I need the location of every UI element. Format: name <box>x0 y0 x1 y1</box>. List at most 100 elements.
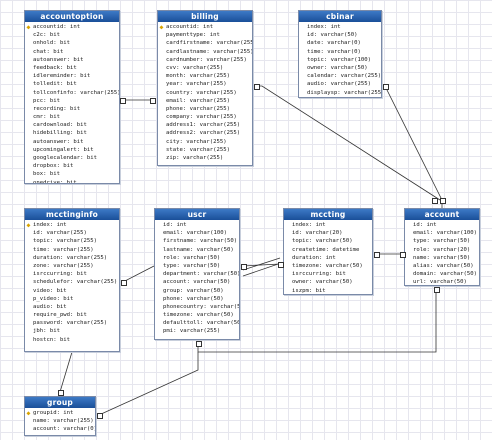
column-row[interactable]: city: varchar(255) <box>161 138 252 146</box>
column-row[interactable]: audio: varchar(255) <box>302 80 381 88</box>
connector-handle[interactable] <box>400 252 406 258</box>
column-row[interactable]: address1: varchar(255) <box>161 121 252 129</box>
column-row[interactable]: state: varchar(255) <box>161 146 252 154</box>
column-row[interactable]: duration: varchar(255) <box>28 254 119 262</box>
column-row[interactable]: cardfirstname: varchar(255) <box>161 39 252 47</box>
column-row[interactable]: phone: varchar(255) <box>161 105 252 113</box>
column-row[interactable]: recording: bit <box>28 105 119 113</box>
column-row[interactable]: phone: varchar(50) <box>158 295 239 303</box>
column-row[interactable]: name: varchar(255) <box>28 417 95 425</box>
column-row[interactable]: calendar: varchar(255) <box>302 72 381 80</box>
column-row[interactable]: pmi: varchar(255) <box>158 327 239 335</box>
connector-handle[interactable] <box>440 198 446 204</box>
column-row[interactable]: duration: int <box>287 254 372 262</box>
column-row[interactable]: cardlastname: varchar(255) <box>161 48 252 56</box>
column-row[interactable]: id: int <box>408 221 479 229</box>
column-row[interactable]: timezone: varchar(50) <box>287 262 372 270</box>
column-row[interactable]: email: varchar(100) <box>408 229 479 237</box>
column-row[interactable]: domain: varchar(50) <box>408 270 479 278</box>
column-row[interactable]: topic: varchar(50) <box>287 237 372 245</box>
connector-handle[interactable] <box>120 98 126 104</box>
column-row[interactable]: topic: varchar(100) <box>302 56 381 64</box>
column-row[interactable]: timezone: varchar(50) <box>158 311 239 319</box>
column-row[interactable]: onedrive: bit <box>28 179 119 183</box>
column-row[interactable]: lastname: varchar(50) <box>158 246 239 254</box>
connector-handle[interactable] <box>278 262 284 268</box>
column-row[interactable]: paymenttype: int <box>161 31 252 39</box>
column-row[interactable]: name: varchar(50) <box>408 254 479 262</box>
column-row[interactable]: date: varchar(0) <box>302 39 381 47</box>
column-row[interactable]: upcomingalert: bit <box>28 146 119 154</box>
column-row[interactable]: index: int <box>287 221 372 229</box>
connector-handle[interactable] <box>241 264 247 270</box>
column-row[interactable]: zone: varchar(255) <box>28 262 119 270</box>
column-row[interactable]: tolledit: bit <box>28 80 119 88</box>
column-row[interactable]: hidebilling: bit <box>28 129 119 137</box>
column-row[interactable]: time: varchar(255) <box>28 246 119 254</box>
column-row[interactable]: id: varchar(20) <box>287 229 372 237</box>
column-row[interactable]: role: varchar(20) <box>408 246 479 254</box>
column-row[interactable]: password: varchar(255) <box>28 319 119 327</box>
table-title[interactable]: accountoption <box>25 11 119 22</box>
connector-handle[interactable] <box>374 252 380 258</box>
table-title[interactable]: uscr <box>155 209 239 220</box>
connector-handle[interactable] <box>121 280 127 286</box>
column-row[interactable]: company: varchar(255) <box>161 113 252 121</box>
column-row[interactable]: owner: varchar(50) <box>302 64 381 72</box>
column-row[interactable]: autoanswer: bit <box>28 138 119 146</box>
column-row[interactable]: role: varchar(50) <box>158 254 239 262</box>
table-title[interactable]: billing <box>158 11 252 22</box>
table-title[interactable]: account <box>405 209 479 220</box>
column-row[interactable]: url: varchar(50) <box>408 278 479 285</box>
column-row[interactable]: index: int <box>302 23 381 31</box>
column-row[interactable]: isrccurring: bit <box>28 270 119 278</box>
column-row[interactable]: id: int <box>158 221 239 229</box>
column-row[interactable]: onhold: bit <box>28 39 119 47</box>
column-row[interactable]: c2c: bit <box>28 31 119 39</box>
column-row[interactable]: year: varchar(255) <box>161 80 252 88</box>
column-row[interactable]: type: varchar(50) <box>158 262 239 270</box>
column-row[interactable]: chat: bit <box>28 48 119 56</box>
column-row[interactable]: account: varchar(50) <box>158 278 239 286</box>
column-row[interactable]: iszpm: bit <box>287 287 372 295</box>
column-row[interactable]: email: varchar(100) <box>158 229 239 237</box>
column-row[interactable]: ◆index: int <box>27 221 119 229</box>
column-row[interactable]: cmr: bit <box>28 113 119 121</box>
column-row[interactable]: firstname: varchar(50) <box>158 237 239 245</box>
column-row[interactable]: createtime: datetime <box>287 246 372 254</box>
column-row[interactable]: month: varchar(255) <box>161 72 252 80</box>
column-row[interactable]: address2: varchar(255) <box>161 129 252 137</box>
column-row[interactable]: ◆accountid: int <box>27 23 119 31</box>
column-row[interactable]: id: varchar(255) <box>28 229 119 237</box>
column-row[interactable]: cvv: varchar(255) <box>161 64 252 72</box>
column-row[interactable]: ◆groupid: int <box>27 409 95 417</box>
column-row[interactable]: alias: varchar(50) <box>408 262 479 270</box>
connector-handle[interactable] <box>58 390 64 396</box>
column-row[interactable]: group: varchar(50) <box>158 287 239 295</box>
column-row[interactable]: zip: varchar(255) <box>161 154 252 162</box>
column-row[interactable]: box: bit <box>28 170 119 178</box>
column-row[interactable]: feedback: bit <box>28 64 119 72</box>
column-row[interactable]: dropbox: bit <box>28 162 119 170</box>
column-row[interactable]: autoanswer: bit <box>28 56 119 64</box>
column-row[interactable]: phonecountry: varchar(50) <box>158 303 239 311</box>
column-row[interactable]: googlecalendar: bit <box>28 154 119 162</box>
column-row[interactable]: time: varchar(0) <box>302 48 381 56</box>
column-row[interactable]: type: varchar(50) <box>408 237 479 245</box>
column-row[interactable]: owner: varchar(50) <box>287 278 372 286</box>
column-row[interactable]: ◆accountid: int <box>160 23 252 31</box>
column-row[interactable]: idlereminder: bit <box>28 72 119 80</box>
connector-handle[interactable] <box>196 341 202 347</box>
column-row[interactable]: account: varchar(0) <box>28 425 95 433</box>
table-title[interactable]: mccting <box>284 209 372 220</box>
column-row[interactable]: hostcn: bit <box>28 336 119 344</box>
column-row[interactable]: department: varchar(50) <box>158 270 239 278</box>
column-row[interactable]: email: varchar(255) <box>161 97 252 105</box>
column-row[interactable]: cardnumber: varchar(255) <box>161 56 252 64</box>
connector-handle[interactable] <box>254 84 260 90</box>
connector-handle[interactable] <box>97 413 103 419</box>
